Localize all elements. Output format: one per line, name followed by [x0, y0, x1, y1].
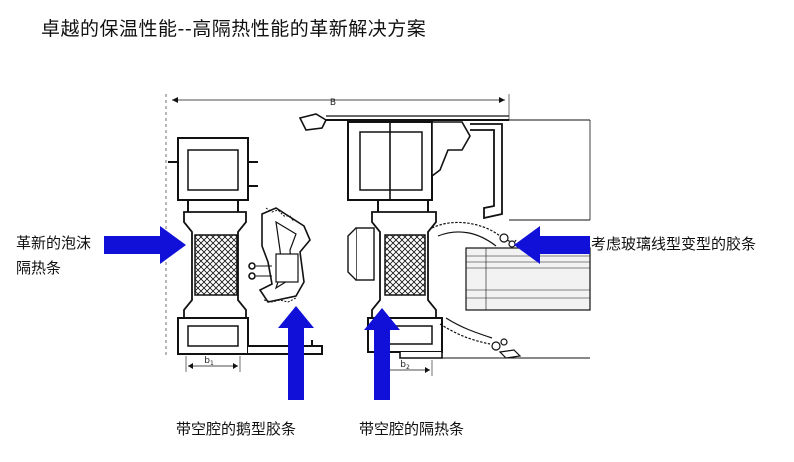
- svg-text:b2: b2: [400, 360, 410, 371]
- diagram-title: 卓越的保温性能--高隔热性能的革新解决方案: [41, 18, 427, 40]
- foam-strip-label-line1: 革新的泡沫: [16, 234, 92, 252]
- left-foam-insert: [194, 234, 238, 296]
- foam-strip-label-line2: 隔热条: [16, 259, 62, 277]
- b1-dimension-subscript: 1: [210, 360, 214, 367]
- glazing-gasket-arrow: [514, 226, 590, 264]
- overall-dimension-label: B: [330, 98, 336, 108]
- cavity-gasket-arrow: [278, 306, 314, 400]
- foam-strip-arrow: [104, 226, 186, 264]
- b1-dimension-label: b: [204, 356, 210, 366]
- b2-dimension-subscript: 2: [406, 364, 410, 371]
- foam-strip-label: 革新的泡沫 隔热条: [16, 231, 91, 281]
- svg-text:b1: b1: [204, 356, 214, 367]
- right-foam-insert: [384, 234, 426, 296]
- cavity-strip-arrow: [364, 308, 400, 400]
- callout-arrows: [104, 226, 590, 400]
- cavity-strip-label: 带空腔的隔热条: [359, 420, 465, 438]
- b1-dimension: b1: [185, 356, 241, 372]
- goose-gasket: [248, 207, 311, 303]
- glazing-gaskets: [431, 221, 522, 359]
- b2-dimension-label: b: [400, 360, 406, 370]
- glazing-gasket-label: 考虑玻璃线型变型的胶条: [591, 235, 757, 253]
- glass-pane: [442, 119, 591, 359]
- cavity-gasket-label: 带空腔的鹅型胶条: [176, 420, 297, 438]
